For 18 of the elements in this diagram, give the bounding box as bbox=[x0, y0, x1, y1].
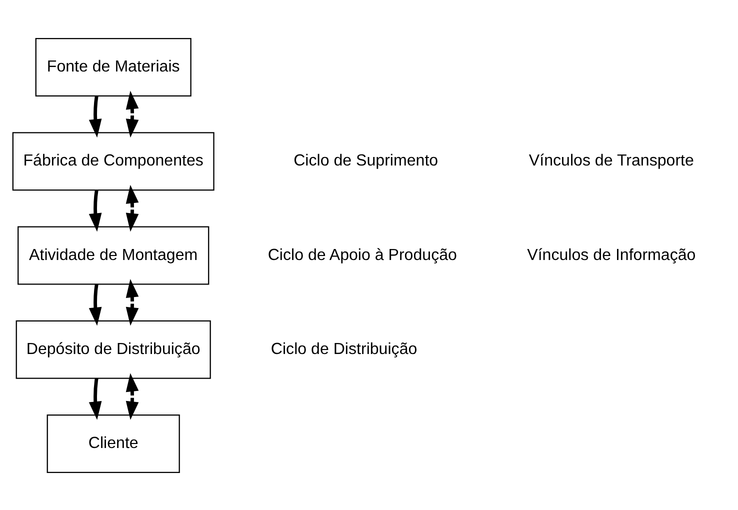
node-box: Cliente bbox=[46, 414, 180, 472]
legend-label: Vínculos de Transporte bbox=[528, 151, 694, 170]
legend-label: Vínculos de Informação bbox=[527, 245, 696, 264]
arrow bbox=[88, 189, 102, 232]
arrow bbox=[126, 184, 139, 232]
arrow bbox=[88, 378, 102, 420]
node-box: Fonte de Materiais bbox=[35, 38, 192, 96]
node-box: Fábrica de Componentes bbox=[12, 132, 214, 190]
label: Ciclo de Apoio à Produção bbox=[268, 245, 457, 264]
arrow bbox=[126, 90, 139, 138]
label: Ciclo de Distribuição bbox=[270, 339, 418, 358]
node-box: Depósito de Distribuição bbox=[16, 320, 211, 378]
label: Ciclo de Suprimento bbox=[294, 151, 438, 170]
arrow bbox=[126, 372, 139, 420]
arrow bbox=[126, 278, 139, 326]
arrow bbox=[88, 95, 102, 138]
node-box: Atividade de Montagem bbox=[18, 226, 210, 284]
arrow bbox=[88, 283, 102, 326]
